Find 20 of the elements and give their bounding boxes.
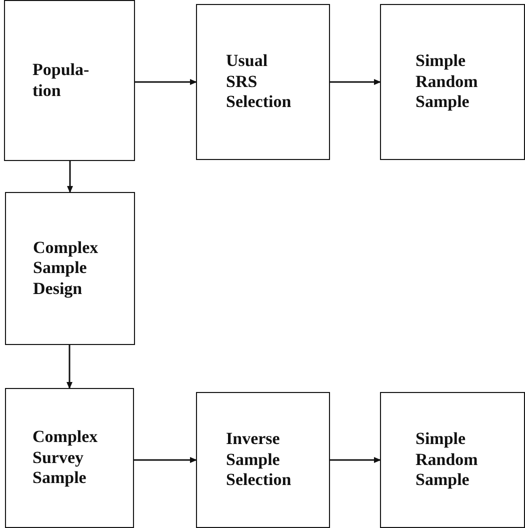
process-box xyxy=(196,4,330,160)
arrow xyxy=(67,161,73,193)
process-box xyxy=(5,388,134,528)
arrow xyxy=(66,345,72,389)
process-box xyxy=(380,392,525,528)
box-label: Complex Survey Sample xyxy=(32,427,99,489)
arrow xyxy=(330,79,381,85)
box-label: Simple Random Sample xyxy=(416,51,479,113)
process-box xyxy=(380,4,525,160)
box-label: Inverse Sample Selection xyxy=(226,429,292,491)
arrow xyxy=(135,79,197,85)
process-box xyxy=(196,392,330,528)
arrow xyxy=(134,457,197,463)
box-label: Simple Random Sample xyxy=(416,429,479,491)
process-box xyxy=(5,192,135,345)
arrow xyxy=(330,457,381,463)
box-label: Popula- tion xyxy=(32,60,90,101)
box-label: Usual SRS Selection xyxy=(226,51,292,113)
process-box xyxy=(4,0,135,161)
box-label: Complex Sample Design xyxy=(33,238,100,300)
